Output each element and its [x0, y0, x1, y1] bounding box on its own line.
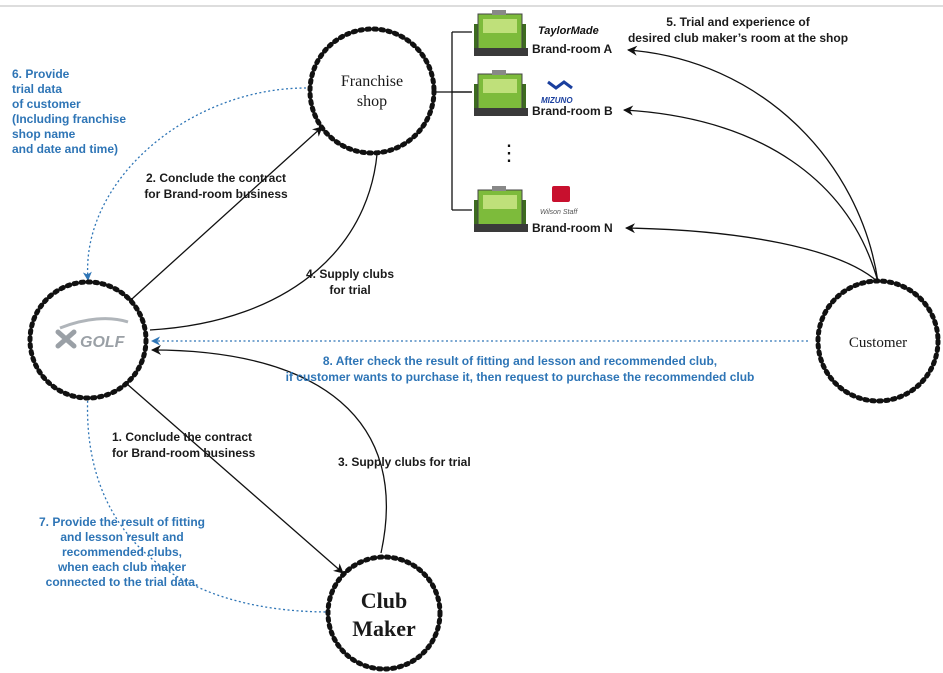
- step6-line3: of customer: [12, 97, 81, 111]
- step6-line5: shop name: [12, 127, 76, 141]
- brand-room-n-label: Brand-room N: [532, 221, 613, 235]
- step7-line3: recommended clubs,: [62, 545, 182, 559]
- step7-line2: and lesson result and: [60, 530, 183, 544]
- edge-customer-room-n: [625, 223, 879, 283]
- franchise-label-1: Franchise: [341, 73, 403, 90]
- room-image-n: [473, 185, 529, 233]
- step8-line2: if customer wants to purchase it, then r…: [286, 370, 755, 384]
- room-image-b: [473, 69, 529, 117]
- club-maker-node: [325, 554, 443, 672]
- step6-line1: 6. Provide: [12, 67, 70, 81]
- step7-line5: connected to the trial data.: [46, 575, 199, 589]
- step1-line2: for Brand-room business: [112, 446, 256, 460]
- xgolf-node: [27, 279, 149, 401]
- step3-line1: 3. Supply clubs for trial: [338, 455, 471, 469]
- edge-customer-room-a: [627, 45, 879, 283]
- customer-label: Customer: [849, 335, 907, 351]
- step6-line2: trial data: [12, 82, 62, 96]
- xgolf-logo: GOLF: [55, 317, 129, 351]
- edge-contract-franchise: [122, 126, 323, 308]
- xgolf-logo-text: GOLF: [80, 334, 126, 351]
- edge-trial-data: [82, 87, 307, 281]
- edge-contract-clubmaker: [116, 374, 344, 574]
- club-maker-label-2: Maker: [352, 616, 416, 641]
- mizuno-runbird-icon: [547, 80, 573, 90]
- edge-supply-franchise: [149, 129, 384, 331]
- brand-room-b: MIZUNO Brand-room B: [473, 69, 613, 118]
- brand-room-a-label: Brand-room A: [532, 42, 613, 56]
- step2-line1: 2. Conclude the contract: [146, 171, 286, 185]
- step6-line6: and date and time): [12, 142, 118, 156]
- brand-logo-taylormade: TaylorMade: [538, 25, 599, 37]
- edge-supply-clubmaker: [151, 345, 387, 554]
- step4-line1: 4. Supply clubs: [306, 267, 394, 281]
- brand-logo-wilson: Wilson Staff: [540, 209, 578, 216]
- step6-line4: (Including franchise: [12, 112, 126, 126]
- brand-room-a: TaylorMade Brand-room A: [473, 9, 613, 57]
- edge-customer-room-b: [623, 105, 879, 283]
- club-maker-label-1: Club: [361, 588, 407, 613]
- brand-room-n: Wilson Staff Brand-room N: [473, 185, 613, 235]
- franchise-label-2: shop: [357, 93, 387, 110]
- step5-line1: 5. Trial and experience of: [666, 15, 810, 29]
- rooms-ellipsis: ⋮: [498, 140, 520, 165]
- step8-line1: 8. After check the result of fitting and…: [323, 354, 717, 368]
- step5-line2: desired club maker’s room at the shop: [628, 31, 848, 45]
- step2-line2: for Brand-room business: [144, 187, 288, 201]
- brand-logo-mizuno: MIZUNO: [541, 96, 573, 105]
- step4-line2: for trial: [329, 283, 370, 297]
- room-image-a: [473, 9, 529, 57]
- customer-node: [815, 278, 941, 404]
- step7-line4: when each club maker: [57, 560, 186, 574]
- step7-line1: 7. Provide the result of fitting: [39, 515, 205, 529]
- step1-line1: 1. Conclude the contract: [112, 430, 252, 444]
- brand-room-b-label: Brand-room B: [532, 104, 613, 118]
- wilson-w-icon: [552, 186, 570, 202]
- franchise-shop-node: [307, 26, 437, 156]
